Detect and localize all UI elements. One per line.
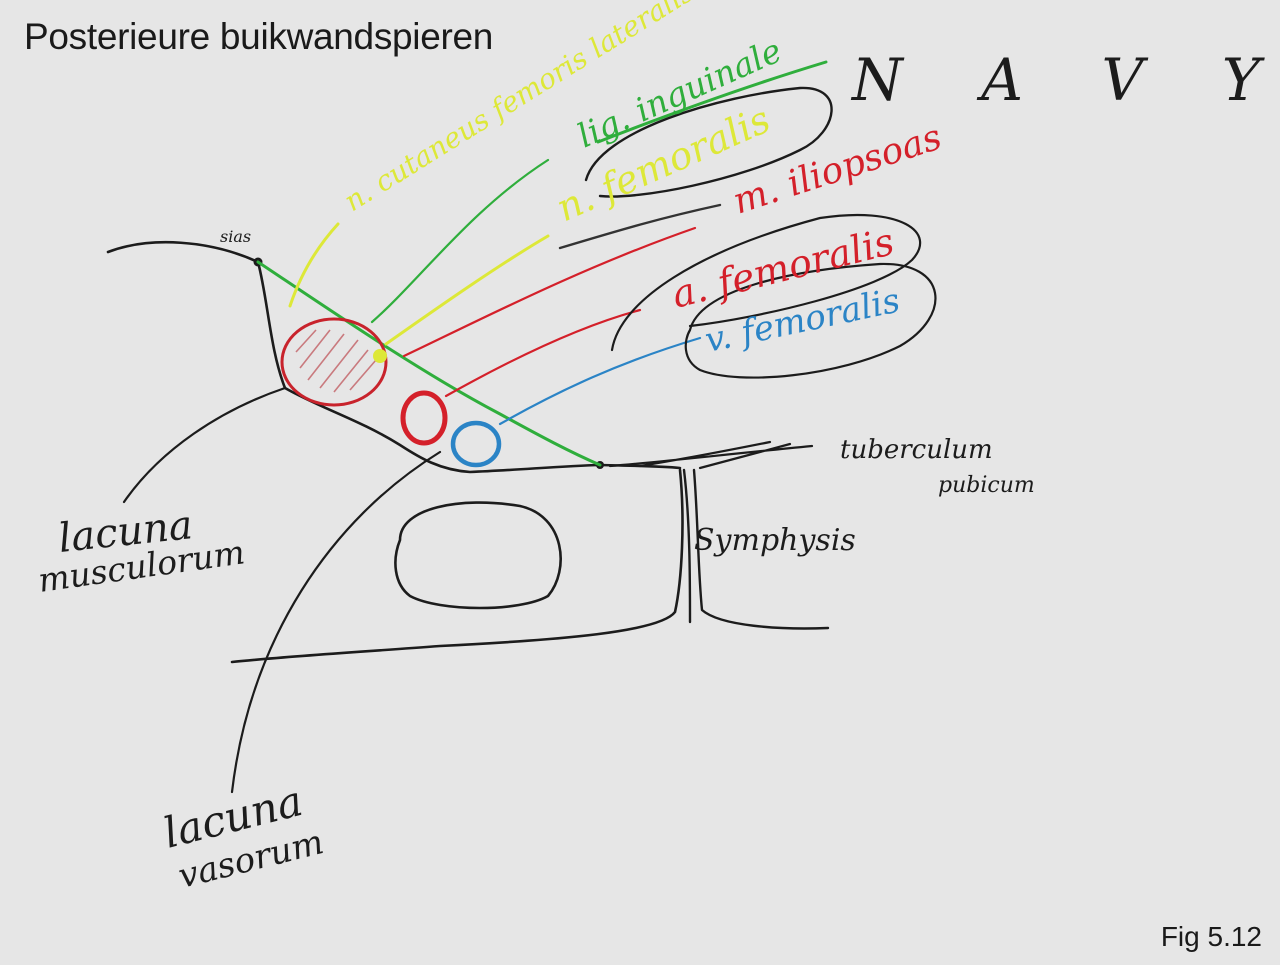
tuberculum-label-line2: pubicum <box>938 473 1035 498</box>
inguinal-ligament <box>258 262 600 465</box>
femoral-vein <box>453 423 499 465</box>
mnemonic-label: N A V Y <box>850 46 1280 114</box>
symphysis-label: Symphysis <box>694 523 856 558</box>
iliac-crest-outline <box>108 242 680 472</box>
cutaneous-nerve-pointer <box>290 224 338 306</box>
lacuna-vasorum-pointer <box>232 452 440 792</box>
sias-label: sias <box>220 227 251 246</box>
femoral-nerve-pointer <box>386 236 548 344</box>
femoral-nerve-dot <box>373 349 387 363</box>
femoral-artery <box>403 393 445 443</box>
vein-pointer <box>500 338 700 424</box>
iliopsoas-hatching <box>296 330 376 392</box>
iliopsoas-cross-section <box>282 319 386 405</box>
tuberculum-spike <box>610 442 812 468</box>
tuberculum-label: tuberculum <box>840 435 993 465</box>
lacuna-musculorum-pointer <box>124 388 285 502</box>
figure-label: Fig 5.12 <box>1161 921 1262 953</box>
symphysis-line-left <box>684 470 690 622</box>
obturator-foramen <box>395 503 560 608</box>
pubic-ramus-outline <box>232 470 682 662</box>
